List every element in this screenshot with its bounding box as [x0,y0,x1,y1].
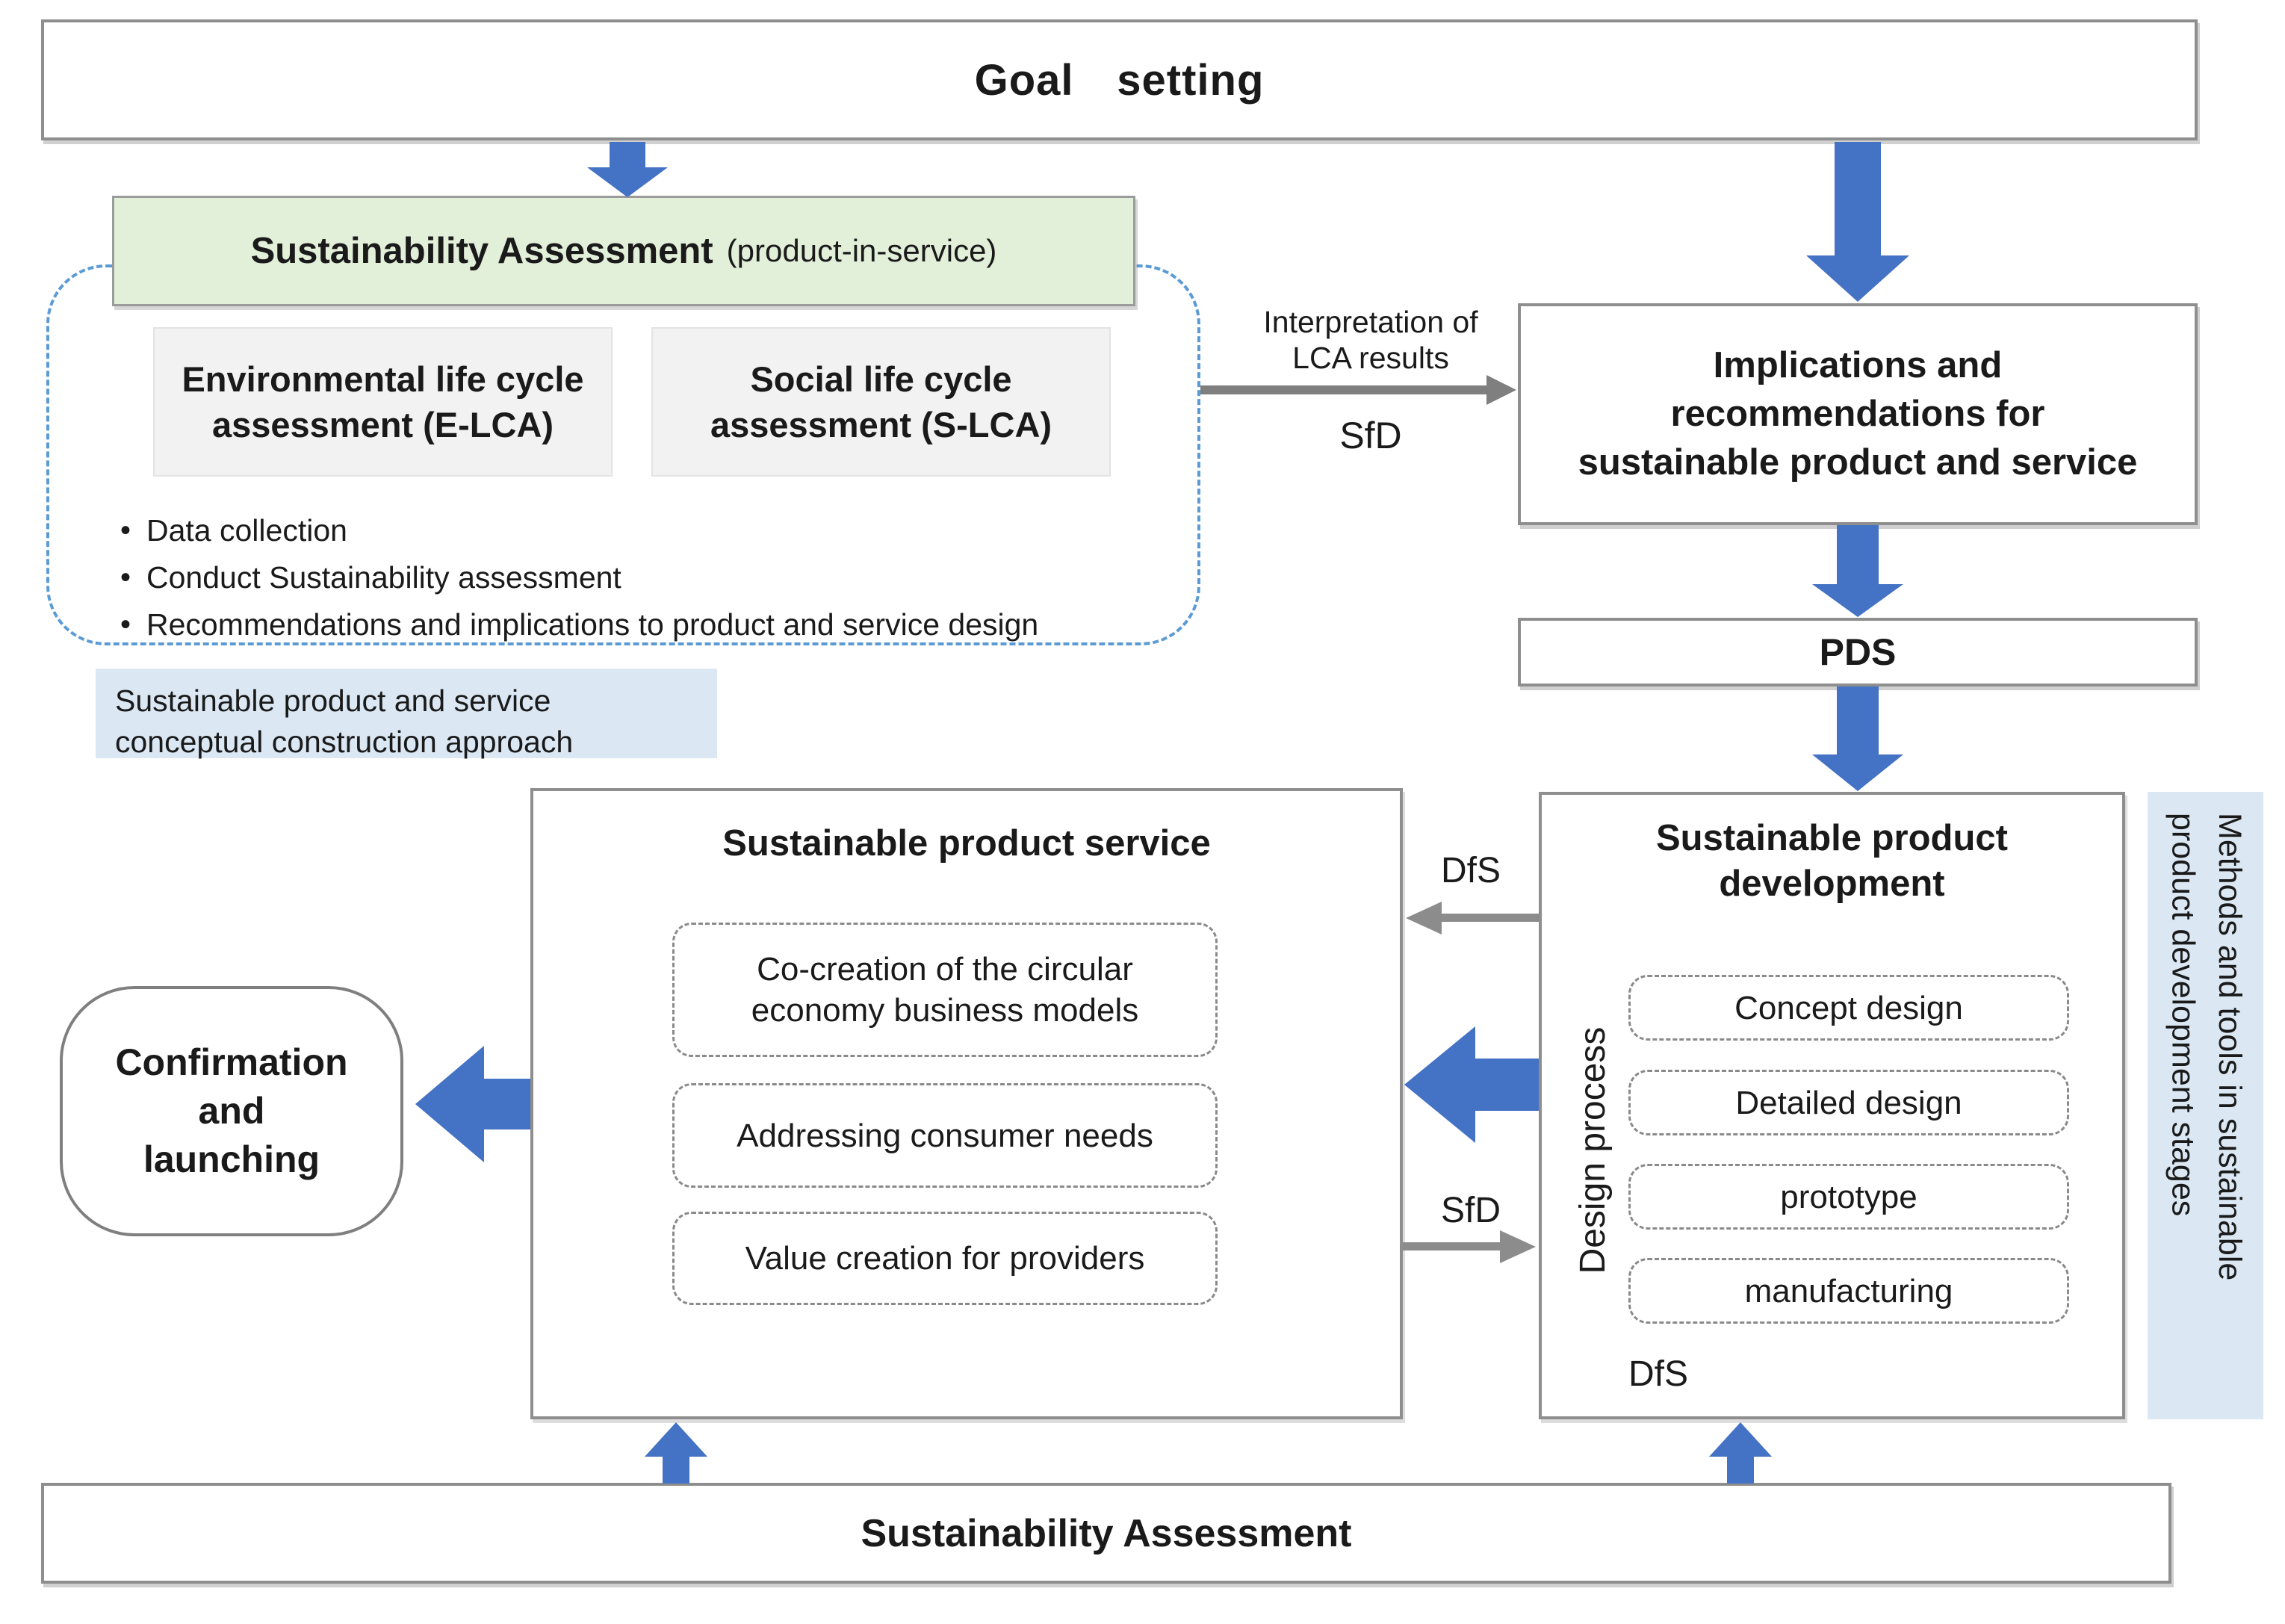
arrow-down-goal-to-assessment-icon [587,142,668,197]
sps-title: Sustainable product service [722,823,1211,864]
interpretation-label-block: Interpretation of LCA results [1221,299,1520,381]
assessment-subtitle: (product-in-service) [726,233,997,268]
elca-box: Environmental life cycle assessment (E-L… [153,327,613,477]
arrow-left-service-to-confirmation-icon [415,1046,530,1162]
sps-item-label: Value creation for providers [745,1240,1145,1277]
goal-setting-label: Goal setting [974,55,1265,105]
sps-item-value-creation: Value creation for providers [672,1212,1218,1305]
stage-label: Detailed design [1735,1084,1962,1121]
gap-dfs-label: DfS [1440,850,1501,890]
sps-item-consumer-needs: Addressing consumer needs [672,1083,1218,1188]
stage-label: Concept design [1734,989,1963,1026]
sfd-top-label: SfD [1339,415,1402,456]
arrow-up-assessment-to-service-icon [645,1422,707,1484]
sps-item-label: Co-creation of the circular economy busi… [751,951,1139,1029]
interpretation-label: Interpretation of LCA results [1263,304,1478,375]
implications-box: Implications and recommendations for sus… [1518,303,2198,525]
bullet-item: • Data collection [105,512,1180,549]
arrow-up-assessment-to-development-icon [1709,1422,1772,1484]
bullet-item: • Conduct Sustainability assessment [105,560,1180,596]
design-process-label: Design process [1573,1026,1613,1274]
slca-box: Social life cycle assessment (S-LCA) [651,327,1111,477]
conceptual-approach-label: Sustainable product and service conceptu… [115,684,574,760]
stage-label: manufacturing [1744,1272,1953,1310]
stage-concept-design: Concept design [1628,975,2069,1041]
gap-sfd-label-block: SfD [1403,1184,1539,1236]
sustainability-assessment-header-box: Sustainability Assessment (product-in-se… [112,196,1135,306]
confirmation-box: Confirmation and launching [60,986,403,1236]
methods-tools-sidebar: Methods and tools in sustainable product… [2148,792,2263,1419]
stage-label: prototype [1780,1178,1917,1215]
arrow-left-development-to-service-icon [1404,1026,1539,1143]
gap-dfs-label-block: DfS [1403,844,1539,896]
stage-prototype: prototype [1628,1164,2069,1230]
arrow-left-dfs-icon [1406,902,1539,935]
spd-dfs-label: DfS [1628,1354,1689,1394]
assessment-title: Sustainability Assessment [250,231,713,271]
sps-item-cocreation: Co-creation of the circular economy busi… [672,923,1218,1057]
stage-manufacturing: manufacturing [1628,1258,2069,1324]
spd-title: Sustainable product development [1655,818,2008,905]
bullet-text: Data collection [146,513,347,548]
elca-label: Environmental life cycle assessment (E-L… [182,359,584,444]
arrow-down-implications-to-pds-icon [1812,525,1903,617]
bullet-dot: • [120,608,131,642]
slca-label: Social life cycle assessment (S-LCA) [710,359,1052,444]
bottom-bar-label: Sustainability Assessment [861,1511,1352,1555]
arrow-down-goal-to-implications-icon [1806,142,1909,302]
bullet-item: • Recommendations and implications to pr… [105,607,1180,643]
implications-label: Implications and recommendations for sus… [1578,345,2138,483]
assessment-bullet-list: • Data collection • Conduct Sustainabili… [105,512,1180,654]
conceptual-approach-caption: Sustainable product and service conceptu… [96,669,717,759]
bullet-text: Conduct Sustainability assessment [146,560,621,595]
arrow-down-pds-to-development-icon [1812,687,1903,791]
bullet-dot: • [120,561,131,595]
stage-detailed-design: Detailed design [1628,1070,2069,1135]
bullet-text: Recommendations and implications to prod… [146,607,1039,642]
pds-label: PDS [1819,631,1897,673]
pds-box: PDS [1518,618,2198,687]
bullet-dot: • [120,514,131,547]
confirmation-label: Confirmation and launching [115,1041,348,1180]
gap-sfd-label: SfD [1440,1190,1501,1230]
sfd-top-label-block: SfD [1221,409,1520,462]
goal-setting-bar: Goal setting [41,19,2198,140]
sps-item-label: Addressing consumer needs [737,1117,1153,1154]
bottom-sustainability-bar: Sustainability Assessment [41,1483,2171,1584]
